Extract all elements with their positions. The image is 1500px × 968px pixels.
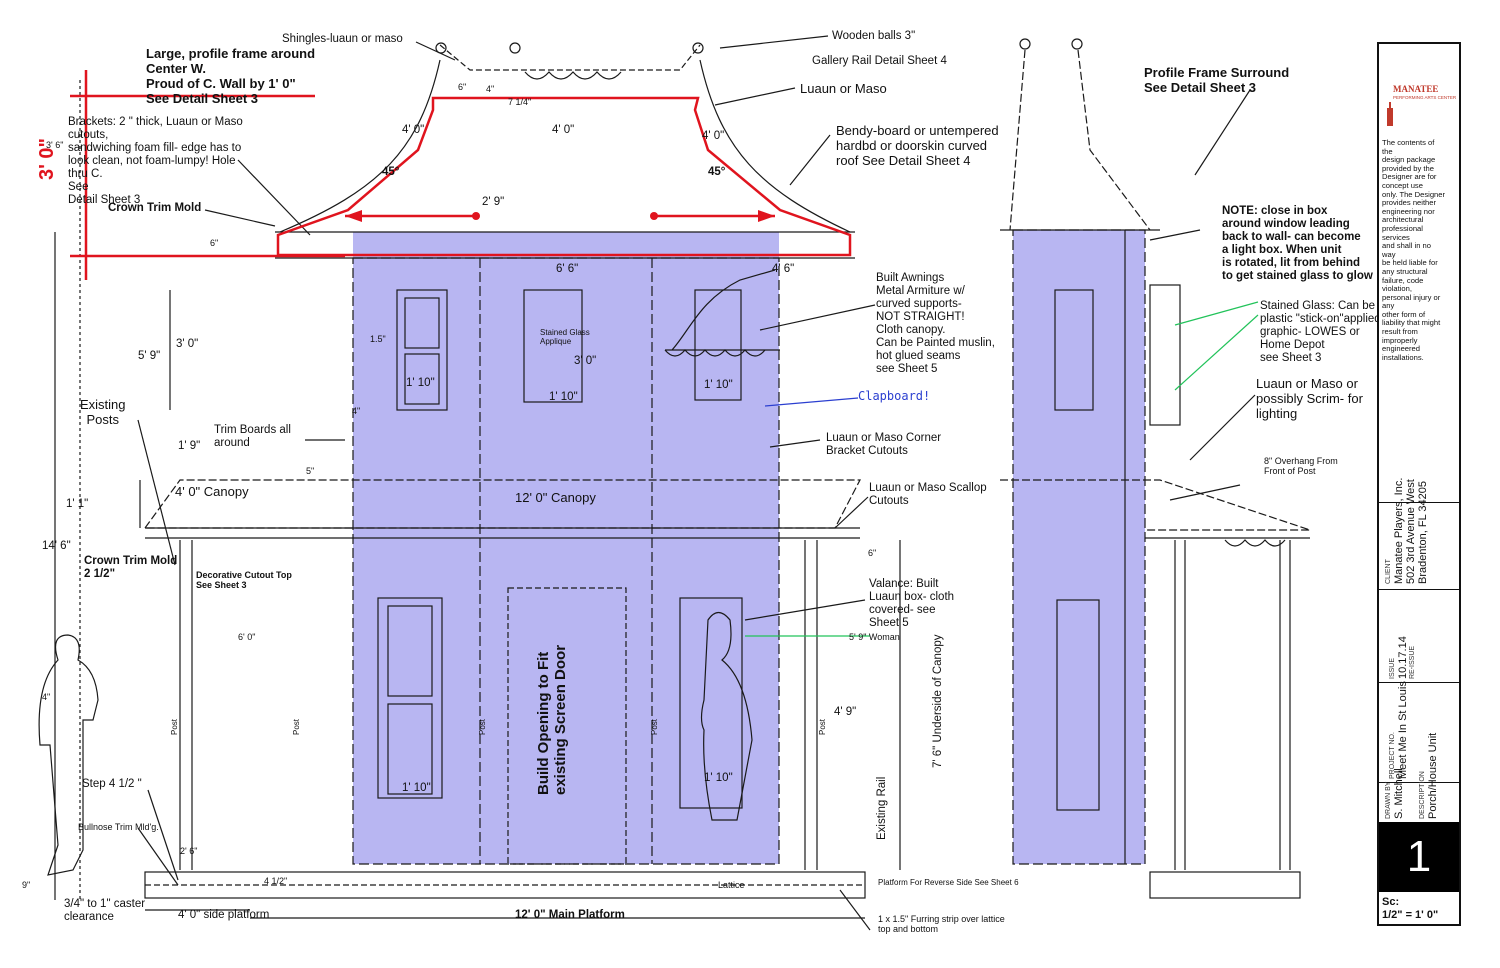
trim-boards-label: Trim Boards all around xyxy=(214,424,291,449)
dim-2-9: 2' 9" xyxy=(482,196,505,208)
dim-4-0-left: 4' 0" xyxy=(402,124,425,136)
close-box-note: NOTE: close in box around window leading… xyxy=(1222,205,1373,282)
side-platform-label: 4' 0" side platform xyxy=(178,909,270,921)
stained-glass-applique-label: Stained Glass Applique xyxy=(540,328,590,346)
clapboard-note: Clapboard! xyxy=(858,389,931,403)
lattice-label: Lattice xyxy=(718,880,745,890)
caster-label: 3/4" to 1" caster clearance xyxy=(64,898,146,923)
dim-4-1-2: 4 1/2" xyxy=(264,876,288,886)
dim-4-side: 4" xyxy=(352,406,361,416)
decorative-cutout-label: Decorative Cutout Top See Sheet 3 xyxy=(196,570,292,590)
house-front-wall xyxy=(353,232,779,864)
dim-6-canopy: 6" xyxy=(868,548,877,558)
description-field: DESCRIPTION Porch/House Unit xyxy=(1419,732,1439,819)
underside-canopy-label: 7' 6" Underside of Canopy xyxy=(932,634,944,769)
dim-14-6: 14' 6" xyxy=(42,540,71,552)
dim-6-0: 6' 0" xyxy=(238,632,256,642)
dim-5: 5" xyxy=(306,466,315,476)
dim-4-figure: 4" xyxy=(42,692,51,702)
post-label-1: Post xyxy=(170,718,179,735)
dim-6-crown: 6" xyxy=(210,238,219,248)
dim-1-5: 1.5" xyxy=(370,334,386,344)
scallop-note: Luaun or Maso Scallop Cutouts xyxy=(869,482,987,507)
dim-5-9: 5' 9" xyxy=(138,350,161,362)
drawn-by-field: DRAWN BY S. Mitchell xyxy=(1385,768,1405,819)
dim-1-10-a: 1' 10" xyxy=(406,377,435,389)
manatee-logo xyxy=(1387,102,1393,126)
bullnose-label: Bullnose Trim Mld'g. xyxy=(78,822,159,832)
dim-45-left: 45° xyxy=(382,166,400,178)
profile-frame-note: Large, profile frame around Center W. Pr… xyxy=(146,46,316,106)
dim-1-10-e: 1' 10" xyxy=(704,772,733,784)
house-side-wall xyxy=(1013,230,1145,864)
dim-1-10-b: 1' 10" xyxy=(549,391,578,403)
existing-posts-label: Existing Posts xyxy=(80,397,126,427)
canopy-4-label: 4' 0" Canopy xyxy=(175,484,249,499)
dim-1-1: 1' 1" xyxy=(66,498,89,510)
scale-field: Sc: 1/2" = 1' 0" xyxy=(1382,896,1439,921)
disclaimer-text: The contents of the design package provi… xyxy=(1382,138,1446,362)
stained-glass-note: Stained Glass: Can be plastic "stick-on"… xyxy=(1260,300,1381,364)
logo-text: MANATEE xyxy=(1393,84,1439,94)
existing-rail-label: Existing Rail xyxy=(876,776,888,840)
dim-1-9: 1' 9" xyxy=(178,440,201,452)
logo-subtext: PERFORMING ARTS CENTER xyxy=(1393,95,1457,100)
bendy-board-note: Bendy-board or untempered hardbd or door… xyxy=(836,123,999,168)
post-label-4: Post xyxy=(650,718,659,735)
dim-3-6: 3' 6" xyxy=(46,140,64,150)
post-label-2: Post xyxy=(292,718,301,735)
post-label-5: Post xyxy=(818,718,827,735)
post-label-3: Post xyxy=(478,718,487,735)
canopy-12-label: 12' 0" Canopy xyxy=(515,490,596,505)
dim-4-0-right: 4' 0" xyxy=(702,130,725,142)
furring-label: 1 x 1.5" Furring strip over lattice top … xyxy=(878,914,1005,934)
title-block: MANATEE PERFORMING ARTS CENTER The conte… xyxy=(1377,42,1461,926)
dim-45-right: 45° xyxy=(708,166,726,178)
sheet-number: 1 xyxy=(1379,822,1459,892)
brackets-note: Brackets: 2 " thick, Luaun or Maso cutou… xyxy=(68,116,243,206)
dim-4: 4" xyxy=(486,84,495,94)
scrim-note: Luaun or Maso or possibly Scrim- for lig… xyxy=(1256,376,1363,421)
dim-9: 9" xyxy=(22,880,31,890)
valance-note: Valance: Built Luaun box- cloth covered-… xyxy=(869,578,955,629)
dim-1-10-c: 1' 10" xyxy=(704,379,733,391)
platform-reverse-label: Platform For Reverse Side See Sheet 6 xyxy=(878,878,1019,887)
dim-3-0-mid: 3' 0" xyxy=(574,355,597,367)
dim-7-1-4: 7 1/4" xyxy=(508,97,532,107)
dim-6-6: 6' 6" xyxy=(556,263,579,275)
woman-height-label: 5' 9" Woman xyxy=(849,632,900,642)
crown-trim-canopy-label: Crown Trim Mold 2 1/2" xyxy=(84,555,178,580)
corner-bracket-note: Luaun or Maso Corner Bracket Cutouts xyxy=(826,432,942,457)
gallery-rail-label: Gallery Rail Detail Sheet 4 xyxy=(812,55,947,67)
dim-6: 6" xyxy=(458,82,467,92)
crown-trim-label: Crown Trim Mold xyxy=(108,202,202,214)
screen-door-note: Build Opening to Fit existing Screen Doo… xyxy=(535,644,569,795)
wooden-balls-label: Wooden balls 3" xyxy=(832,30,916,42)
overhang-label: 8" Overhang From Front of Post xyxy=(1264,456,1338,476)
dim-4-0-mid: 4' 0" xyxy=(552,124,575,136)
dim-2-6: 2' 6" xyxy=(180,846,198,856)
dim-3-0-left: 3' 0" xyxy=(176,338,199,350)
dim-1-10-d: 1' 10" xyxy=(402,782,431,794)
project-field: PROJECT NO. Meet Me In St Louis xyxy=(1389,681,1409,779)
dim-4-9: 4' 9" xyxy=(834,706,857,718)
main-platform-label: 12' 0" Main Platform xyxy=(515,909,625,921)
step-label: Step 4 1/2 " xyxy=(82,778,142,790)
client-field: CLIENT Manatee Players, Inc. 502 3rd Ave… xyxy=(1385,477,1429,584)
shingles-label: Shingles-luaun or maso xyxy=(282,33,403,45)
dim-4-6: 4' 6" xyxy=(772,263,795,275)
profile-surround-note: Profile Frame Surround See Detail Sheet … xyxy=(1144,65,1290,95)
issue-field: ISSUE 10.17.14 RE-ISSUE xyxy=(1389,636,1416,679)
luaun-maso-label: Luaun or Maso xyxy=(800,81,887,96)
built-awnings-note: Built Awnings Metal Armiture w/ curved s… xyxy=(876,272,995,375)
